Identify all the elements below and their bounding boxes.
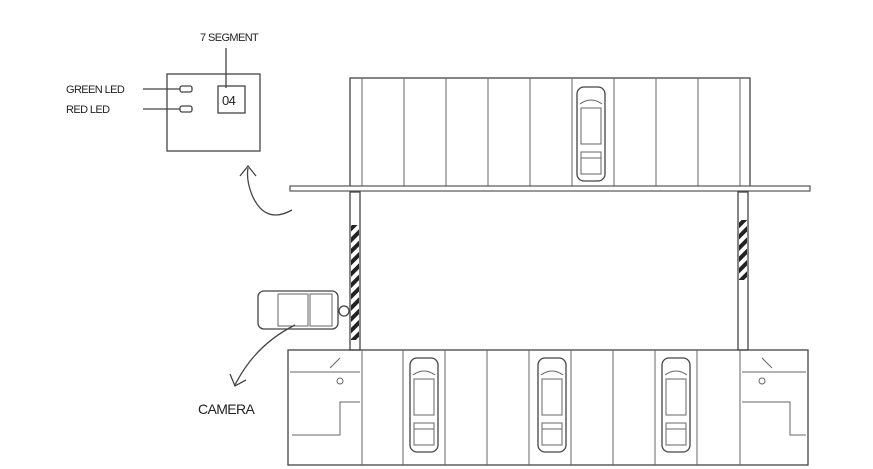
gate-post-left	[351, 225, 359, 340]
barrier-gate	[289, 185, 811, 192]
red-led-label: RED LED	[66, 104, 110, 116]
lower-parking-area	[287, 349, 809, 466]
parked-car	[537, 357, 567, 453]
upper-parking-area	[349, 77, 751, 191]
seven-segment-label: 7 SEGMENT	[200, 32, 259, 44]
display-value: 04	[222, 93, 236, 108]
green-led	[179, 85, 193, 93]
camera-label: CAMERA	[198, 401, 256, 417]
green-led-label: GREEN LED	[66, 84, 125, 96]
arrow-icon	[246, 167, 293, 216]
gate-post-right	[739, 220, 747, 280]
parked-car	[409, 357, 439, 453]
display-panel: 7 SEGMENT 04 GREEN LED RED LED	[66, 32, 293, 216]
seven-segment-display	[217, 85, 246, 114]
booth-left	[290, 357, 360, 436]
red-led	[179, 105, 193, 113]
parked-car	[661, 357, 691, 453]
camera-icon	[338, 305, 350, 317]
booth-right	[742, 357, 806, 436]
entering-car	[229, 290, 350, 387]
parked-car	[576, 86, 606, 182]
